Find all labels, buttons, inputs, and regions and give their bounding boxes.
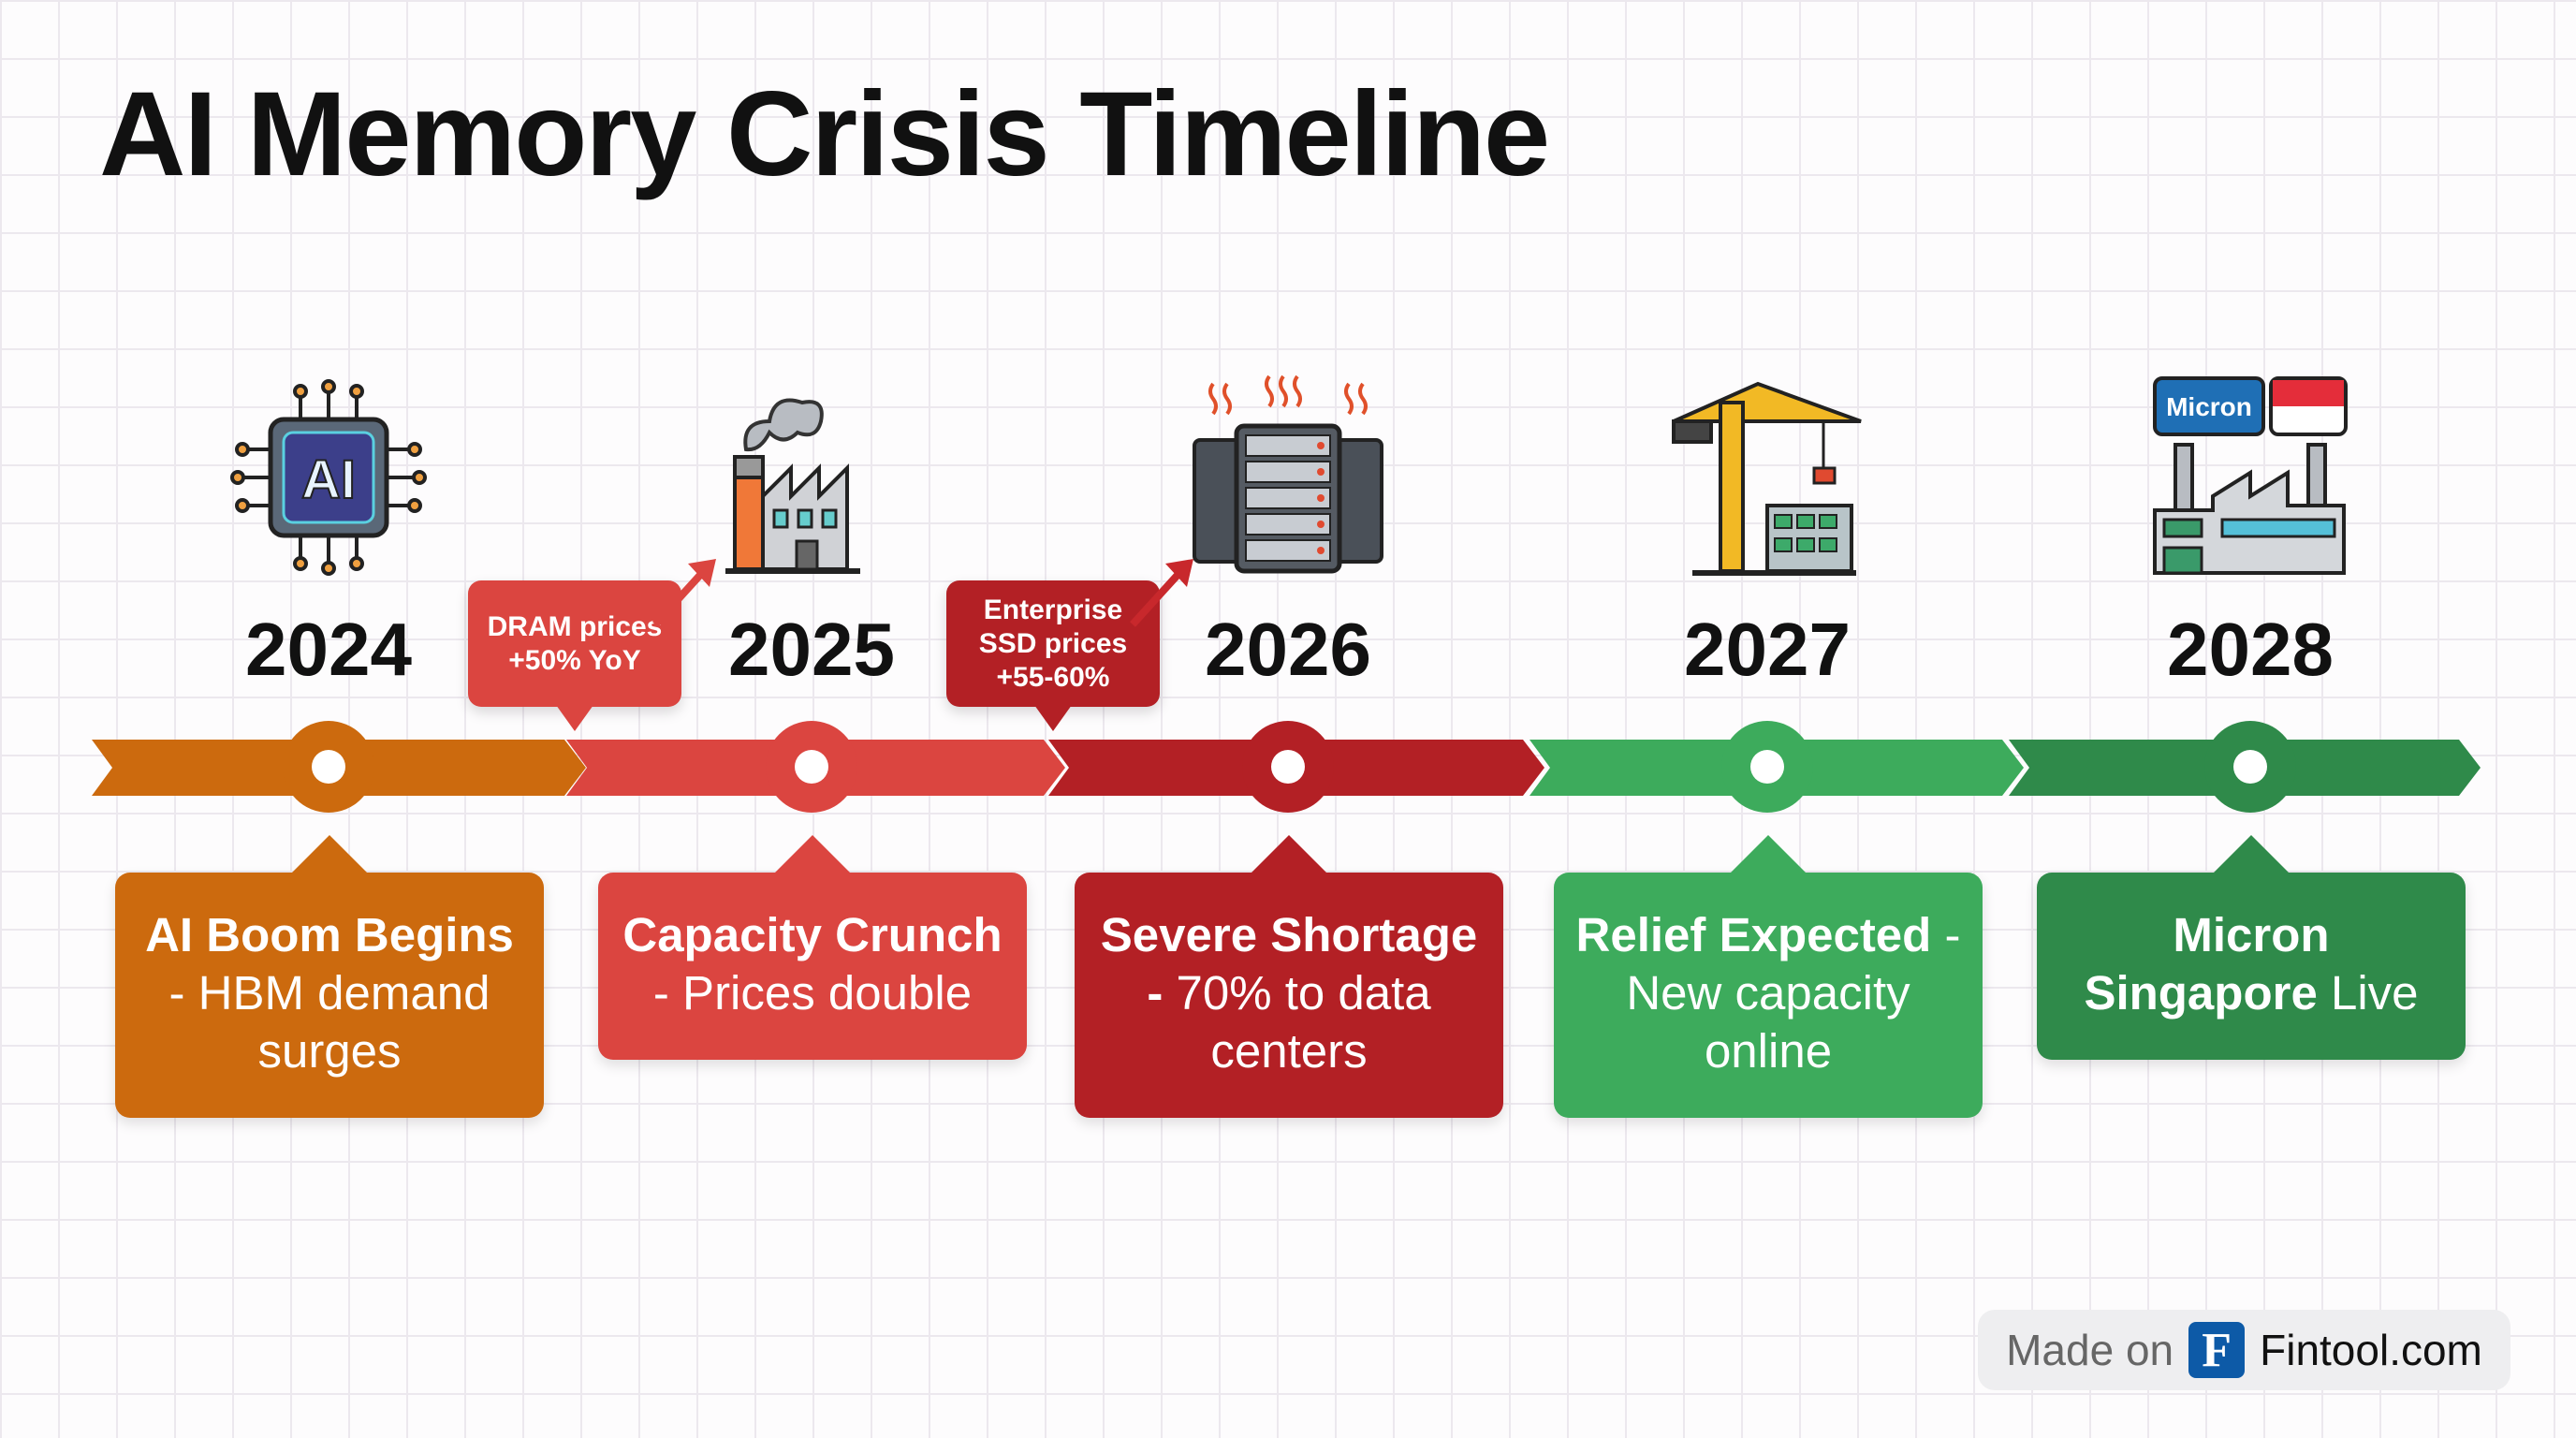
- overheating-servers-icon: [1193, 374, 1383, 574]
- card-text: - Prices double: [652, 966, 973, 1020]
- made-on-fintool-badge[interactable]: Made on F Fintool.com: [1978, 1310, 2510, 1390]
- callout-line: Enterprise: [983, 594, 1123, 625]
- fintool-logo-icon: F: [2188, 1322, 2246, 1378]
- timeline-node-2028: [2204, 721, 2296, 813]
- micron-logo-text: Micron: [2166, 392, 2252, 421]
- timeline-node-2024: [283, 721, 374, 813]
- milestone-card-2024: AI Boom Begins - HBM demand surges: [115, 835, 544, 1118]
- card-heading: Severe Shortage -: [1100, 908, 1478, 1020]
- card-heading: Relief Expected: [1575, 908, 1932, 961]
- trend-up-arrow-icon: [652, 559, 716, 627]
- card-heading: AI Boom Begins: [145, 908, 514, 961]
- callout-line: SSD prices: [978, 627, 1128, 659]
- svg-text:AI: AI: [301, 449, 356, 510]
- page-title: AI Memory Crisis Timeline: [99, 67, 1550, 201]
- trend-up-arrow-icon: [1130, 559, 1193, 627]
- card-text: Live: [2317, 966, 2419, 1020]
- ai-chip-icon: AI: [230, 379, 427, 576]
- card-text: 70% to data centers: [1163, 966, 1431, 1078]
- callout-line: DRAM prices: [487, 610, 663, 642]
- timeline-node-2026: [1242, 721, 1334, 813]
- milestone-card-2025: Capacity Crunch - Prices double: [598, 835, 1027, 1060]
- year-label: 2025: [728, 608, 895, 691]
- card-text: - HBM demand surges: [168, 966, 490, 1078]
- milestone-card-2026: Severe Shortage - 70% to data centers: [1075, 835, 1503, 1118]
- card-text: - New capacity online: [1626, 908, 1961, 1078]
- year-label: 2027: [1684, 608, 1851, 691]
- card-heading: Micron Singapore: [2084, 908, 2330, 1020]
- construction-crane-icon: [1672, 381, 1862, 576]
- timeline-node-2027: [1721, 721, 1813, 813]
- made-on-label: Made on: [2006, 1326, 2174, 1374]
- dram-price-callout: DRAM prices+50% YoY: [468, 580, 681, 731]
- timeline-node-2025: [766, 721, 857, 813]
- callout-line: +55-60%: [996, 661, 1110, 693]
- callout-line: +50% YoY: [508, 644, 641, 676]
- factory-icon: [725, 398, 860, 574]
- milestone-card-2027: Relief Expected - New capacity online: [1554, 835, 1983, 1118]
- year-label: 2028: [2167, 608, 2334, 691]
- milestone-card-2028: Micron Singapore Live: [2037, 835, 2466, 1060]
- year-label: 2026: [1205, 608, 1371, 691]
- micron-singapore-factory-icon: Micron: [2153, 376, 2348, 575]
- year-label: 2024: [245, 608, 412, 691]
- card-heading: Capacity Crunch: [622, 908, 1003, 961]
- fintool-link[interactable]: Fintool.com: [2260, 1326, 2482, 1374]
